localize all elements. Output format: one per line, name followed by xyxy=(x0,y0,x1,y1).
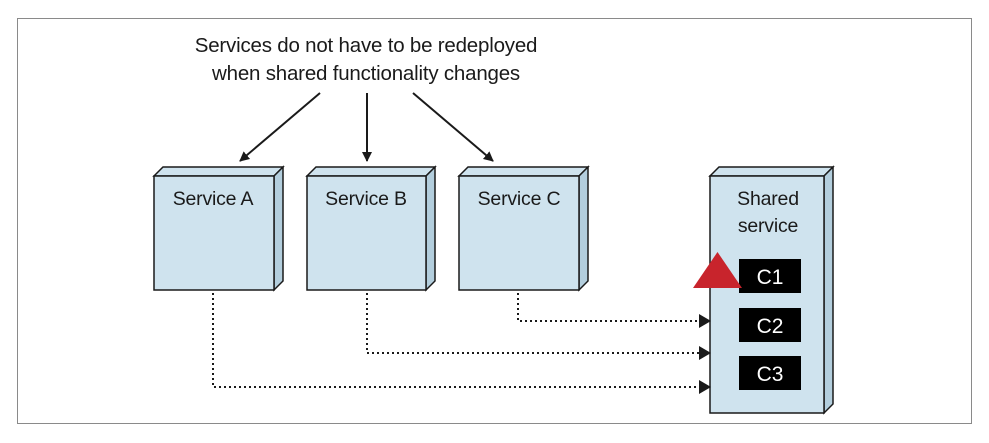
connector-b-arrowhead-icon xyxy=(699,346,711,360)
redeploy-arrows xyxy=(239,92,494,162)
service-a-box: Service A xyxy=(152,165,285,292)
component-c2-box xyxy=(739,308,801,342)
connector-arrowheads xyxy=(699,314,711,394)
connector-service-a-to-c3 xyxy=(212,293,706,388)
service-a-label: Service A xyxy=(173,188,254,210)
service-c-box: Service C xyxy=(457,165,590,292)
service-b-box: Service B xyxy=(305,165,437,292)
connector-service-c-to-c2 xyxy=(517,293,706,322)
caption: Services do not have to be redeployed wh… xyxy=(195,34,538,85)
component-c3-box xyxy=(739,356,801,390)
change-marker-triangle-icon xyxy=(693,252,742,288)
arrow-to-service-c xyxy=(412,92,494,162)
shared-service-box: Shared service C1 C2 C3 xyxy=(693,165,835,415)
caption-line-2: when shared functionality changes xyxy=(211,62,520,85)
service-c-label: Service C xyxy=(478,188,561,210)
shared-service-label-line-1: Shared xyxy=(737,188,799,210)
connector-a-arrowhead-icon xyxy=(699,380,711,394)
component-c3-label: C3 xyxy=(757,363,784,386)
component-c2-label: C2 xyxy=(757,315,784,338)
caption-line-1: Services do not have to be redeployed xyxy=(195,34,537,57)
arrow-to-service-a xyxy=(239,92,321,162)
connector-service-b-to-c3 xyxy=(366,293,706,354)
shared-service-label-line-2: service xyxy=(738,215,798,237)
service-b-label: Service B xyxy=(325,188,407,210)
component-c1-box xyxy=(739,259,801,293)
diagram-frame xyxy=(17,18,972,424)
component-c1-label: C1 xyxy=(757,266,784,289)
dependency-connectors xyxy=(212,293,706,388)
connector-c-arrowhead-icon xyxy=(699,314,711,328)
